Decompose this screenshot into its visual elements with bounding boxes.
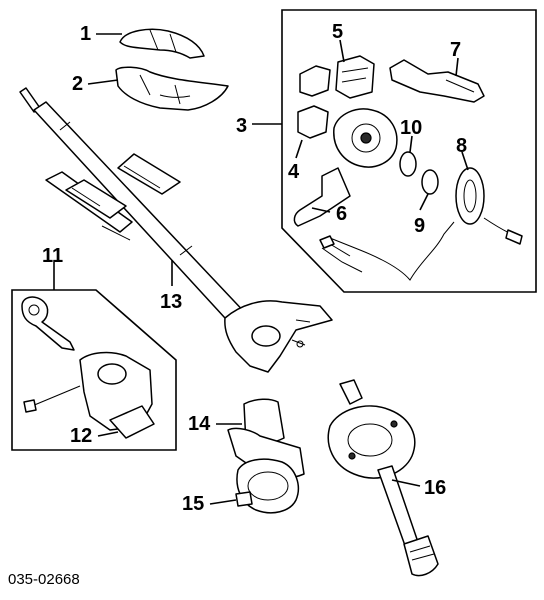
leader-lines [53,33,469,505]
callout-4: 4 [288,161,300,183]
callout-7: 7 [450,39,461,61]
lower-column-cover [115,66,229,111]
diagram-code: 035-02668 [8,571,80,588]
callout-2: 2 [72,73,83,95]
callout-6: 6 [336,203,347,225]
callout-16: 16 [424,477,446,499]
callout-13: 13 [160,291,182,313]
callout-9: 9 [414,215,425,237]
callout-15: 15 [182,493,204,515]
switch-assembly-group [281,9,537,293]
callout-5: 5 [332,21,343,43]
callout-14: 14 [188,413,211,435]
callout-1: 1 [80,23,91,45]
upper-column-cover [119,28,205,59]
callout-11: 11 [42,245,63,267]
ignition-switch-group [11,289,177,451]
callout-12: 12 [70,425,92,447]
steering-column [19,87,333,373]
column-boot-parts [227,398,305,514]
callout-8: 8 [456,135,467,157]
callout-10: 10 [400,117,422,139]
callout-3: 3 [236,115,247,137]
intermediate-shaft [327,379,439,577]
